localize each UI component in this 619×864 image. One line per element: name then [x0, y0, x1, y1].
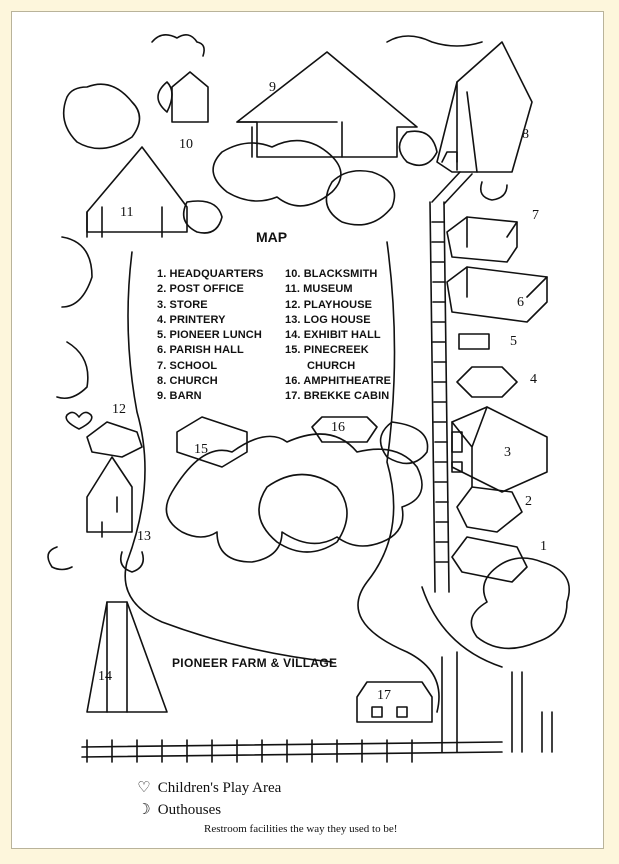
legend-item: 3. STORE — [157, 298, 208, 311]
building-number-7: 7 — [532, 208, 539, 223]
moon-icon: ☽ — [137, 802, 151, 818]
moon-icon — [157, 81, 173, 113]
path-to-church — [429, 171, 473, 593]
legend-item: 7. SCHOOL — [157, 359, 218, 372]
building-number-14: 14 — [98, 669, 112, 684]
village-title: PIONEER FARM & VILLAGE — [172, 656, 338, 670]
trees — [47, 34, 570, 650]
building-number-5: 5 — [510, 334, 517, 349]
legend-list-left: 1. HEADQUARTERS 2. POST OFFICE 3. STORE … — [157, 267, 264, 405]
building-number-12: 12 — [112, 402, 126, 417]
outhouse-label: Outhouses — [157, 802, 222, 818]
building-number-15: 15 — [194, 442, 208, 457]
restroom-note: Restroom facilities the way they used to… — [204, 823, 398, 835]
legend-item: 9. BARN — [157, 390, 202, 403]
legend-item: 17. BREKKE CABIN — [285, 390, 390, 403]
legend-item: 5. PIONEER LUNCH — [157, 329, 262, 342]
legend-item: 16. AMPHITHEATRE — [285, 375, 392, 388]
legend-item: 13. LOG HOUSE — [285, 313, 371, 326]
building-number-1: 1 — [540, 539, 547, 554]
building-number-2: 2 — [525, 494, 532, 509]
legend-item: 12. PLAYHOUSE — [285, 298, 373, 311]
legend-item: CHURCH — [307, 359, 356, 372]
legend-item: 1. HEADQUARTERS — [157, 268, 264, 280]
play-area-legend: ♡ Children's Play Area — [134, 778, 281, 797]
map-drawing — [47, 34, 570, 763]
buildings — [86, 41, 548, 723]
legend-item: 8. CHURCH — [157, 375, 218, 388]
building-number-11: 11 — [120, 205, 134, 220]
legend-item: 4. PRINTERY — [157, 313, 226, 326]
heart-icon: ♡ — [137, 780, 151, 796]
building-number-16: 16 — [331, 420, 345, 435]
legend-list-right: 10. BLACKSMITH 11. MUSEUM 12. PLAYHOUSE … — [285, 267, 391, 405]
legend-item: 15. PINECREEK — [285, 344, 369, 357]
legend-item: 2. POST OFFICE — [157, 283, 244, 296]
building-number-17: 17 — [377, 688, 391, 703]
legend-item: 14. EXHIBIT HALL — [285, 329, 381, 342]
paths — [124, 241, 503, 713]
building-number-3: 3 — [504, 445, 511, 460]
building-number-13: 13 — [137, 529, 151, 544]
legend-item: 11. MUSEUM — [285, 283, 353, 296]
building-number-8: 8 — [522, 127, 529, 142]
map-page: MAP 1. HEADQUARTERS 2. POST OFFICE 3. ST… — [11, 11, 604, 849]
play-area-label: Children's Play Area — [157, 780, 282, 796]
map-title: MAP — [256, 229, 288, 245]
fence — [81, 651, 553, 763]
legend-item: 10. BLACKSMITH — [285, 268, 378, 280]
heart-icon — [65, 411, 93, 430]
building-number-6: 6 — [517, 295, 524, 310]
building-number-4: 4 — [530, 372, 537, 387]
legend-item: 6. PARISH HALL — [157, 344, 244, 357]
outhouse-legend: ☽ Outhouses — [134, 800, 221, 819]
building-number-10: 10 — [179, 137, 193, 152]
building-number-9: 9 — [269, 80, 276, 95]
